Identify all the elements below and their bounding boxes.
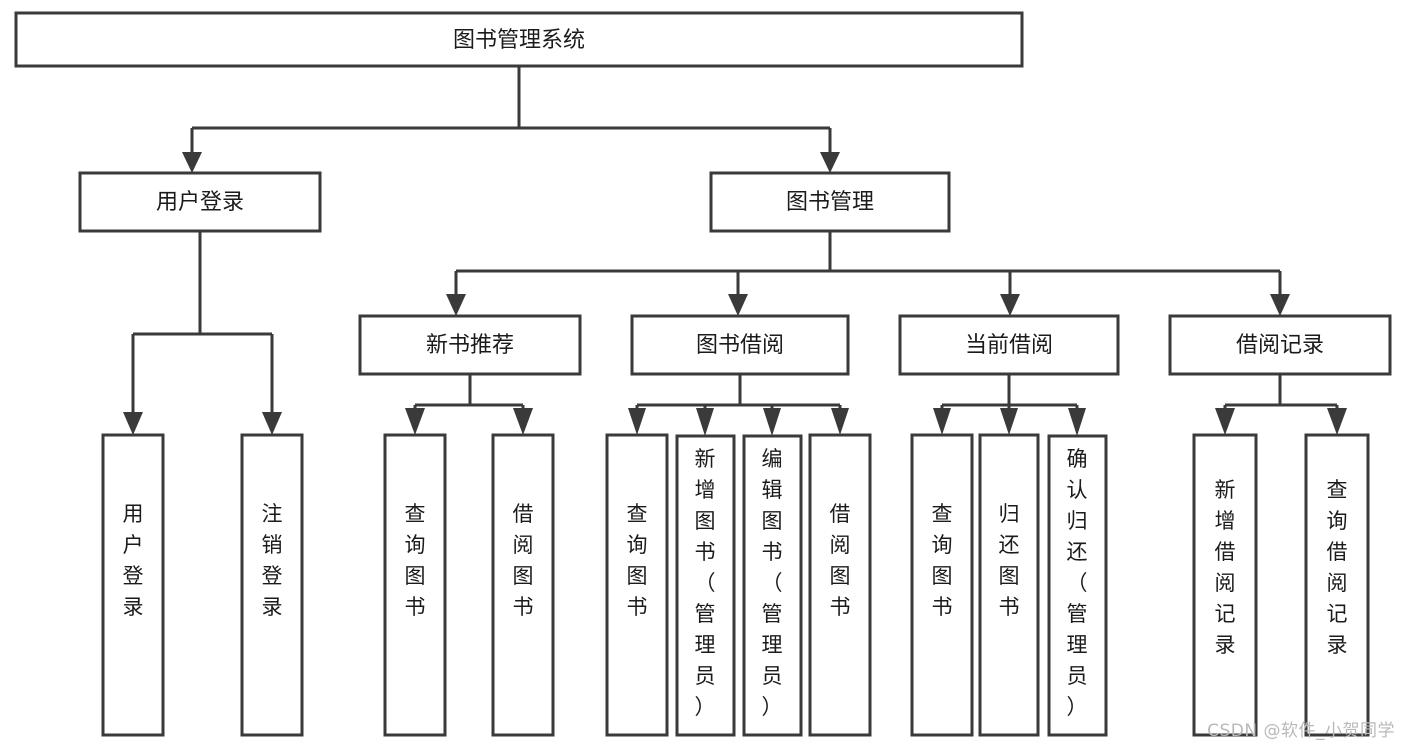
leaf-user-login-label: 用户登录	[123, 502, 144, 619]
arrow-record-leaf2	[1327, 408, 1347, 435]
arrow-root-to-bookmanage	[820, 152, 840, 173]
node-current-borrow[interactable]: 当前借阅	[898, 314, 1120, 376]
connector-layer	[123, 66, 1347, 436]
leaf-query-book-a-box[interactable]	[383, 433, 447, 737]
node-current-borrow-box[interactable]	[898, 314, 1120, 376]
leaf-edit-book[interactable]: 编辑图书（管理员）	[742, 434, 803, 737]
node-current-borrow-label: 当前借阅	[965, 333, 1053, 358]
leaf-query-book-c-box[interactable]	[910, 433, 974, 737]
node-book-borrow-box[interactable]	[630, 314, 850, 376]
arrow-borrow-leaf3	[763, 408, 781, 436]
arrow-newbook-leaf1	[405, 408, 425, 435]
leaf-add-record[interactable]: 新增借阅记录	[1192, 433, 1258, 737]
leaf-query-record[interactable]: 查询借阅记录	[1304, 433, 1370, 737]
leaf-borrow-book-a-box[interactable]	[491, 433, 555, 737]
csdn-watermark: CSDN @软件_小贺同学	[1207, 721, 1395, 741]
node-user-login-box[interactable]	[78, 171, 322, 233]
leaf-query-record-label: 查询借阅记录	[1327, 478, 1348, 657]
arrow-current-leaf1	[933, 408, 951, 435]
arrow-newbook-leaf2	[513, 408, 533, 435]
arrow-root-to-userlogin	[182, 152, 202, 173]
leaf-borrow-book-b-label: 借阅图书	[830, 502, 851, 619]
arrow-borrow-leaf4	[831, 408, 849, 435]
leaf-borrow-book-b[interactable]: 借阅图书	[808, 433, 872, 737]
leaf-query-book-b[interactable]: 查询图书	[605, 433, 669, 737]
node-book-manage[interactable]: 图书管理	[709, 171, 951, 233]
leaf-return-book-box[interactable]	[978, 433, 1040, 737]
leaf-return-book[interactable]: 归还图书	[978, 433, 1040, 737]
leaf-confirm-return-label: 确认归还（管理员）	[1067, 447, 1088, 719]
arrow-current-leaf2	[1000, 408, 1018, 435]
leaf-confirm-return[interactable]: 确认归还（管理员）	[1047, 434, 1108, 737]
node-new-book-rec-label: 新书推荐	[426, 333, 514, 358]
arrow-borrow-leaf2	[696, 408, 714, 436]
leaf-query-book-a-label: 查询图书	[405, 502, 426, 619]
node-new-book-rec[interactable]: 新书推荐	[358, 314, 582, 376]
node-new-book-rec-box[interactable]	[358, 314, 582, 376]
leaf-logout-label: 注销登录	[262, 502, 283, 619]
node-root[interactable]: 图书管理系统	[14, 11, 1024, 68]
node-borrow-record-box[interactable]	[1168, 314, 1392, 376]
leaf-borrow-book-b-box[interactable]	[808, 433, 872, 737]
leaf-borrow-book-a[interactable]: 借阅图书	[491, 433, 555, 737]
arrow-bm-to-record	[1270, 294, 1290, 316]
leaf-query-book-c-label: 查询图书	[932, 502, 953, 619]
leaf-add-record-label: 新增借阅记录	[1215, 478, 1236, 657]
leaf-user-login[interactable]: 用户登录	[101, 433, 165, 737]
leaf-query-book-b-label: 查询图书	[627, 502, 648, 619]
leaf-edit-book-box[interactable]	[742, 434, 803, 737]
arrow-bm-to-newbook	[446, 294, 466, 316]
node-book-borrow-label: 图书借阅	[696, 333, 784, 358]
arrow-bm-to-current	[1000, 294, 1020, 316]
leaf-add-book-box[interactable]	[675, 434, 736, 737]
node-book-borrow[interactable]: 图书借阅	[630, 314, 850, 376]
node-borrow-record[interactable]: 借阅记录	[1168, 314, 1392, 376]
node-book-manage-box[interactable]	[709, 171, 951, 233]
leaf-user-login-box[interactable]	[101, 433, 165, 737]
leaf-borrow-book-a-label: 借阅图书	[513, 502, 534, 619]
node-book-manage-label: 图书管理	[786, 190, 874, 215]
leaf-edit-book-label: 编辑图书（管理员）	[762, 447, 783, 719]
node-user-login[interactable]: 用户登录	[78, 171, 322, 233]
arrow-bm-to-borrow	[728, 294, 748, 316]
leaf-query-book-c[interactable]: 查询图书	[910, 433, 974, 737]
arrow-record-leaf1	[1215, 408, 1235, 435]
arrow-userlogin-leaf2	[262, 412, 282, 435]
leaf-add-record-box[interactable]	[1192, 433, 1258, 737]
node-user-login-label: 用户登录	[156, 190, 244, 215]
arrow-borrow-leaf1	[628, 408, 646, 435]
leaf-logout-box[interactable]	[240, 433, 304, 737]
arrow-userlogin-leaf1	[123, 412, 143, 435]
arrow-current-leaf3	[1068, 408, 1086, 436]
leaf-query-record-box[interactable]	[1304, 433, 1370, 737]
leaf-return-book-label: 归还图书	[999, 502, 1020, 619]
leaf-logout[interactable]: 注销登录	[240, 433, 304, 737]
node-root-box[interactable]	[14, 11, 1024, 68]
node-root-label: 图书管理系统	[453, 28, 585, 53]
leaf-query-book-b-box[interactable]	[605, 433, 669, 737]
leaf-confirm-return-box[interactable]	[1047, 434, 1108, 737]
node-borrow-record-label: 借阅记录	[1236, 333, 1324, 358]
leaf-add-book[interactable]: 新增图书（管理员）	[675, 434, 736, 737]
leaf-add-book-label: 新增图书（管理员）	[695, 447, 716, 719]
leaf-query-book-a[interactable]: 查询图书	[383, 433, 447, 737]
